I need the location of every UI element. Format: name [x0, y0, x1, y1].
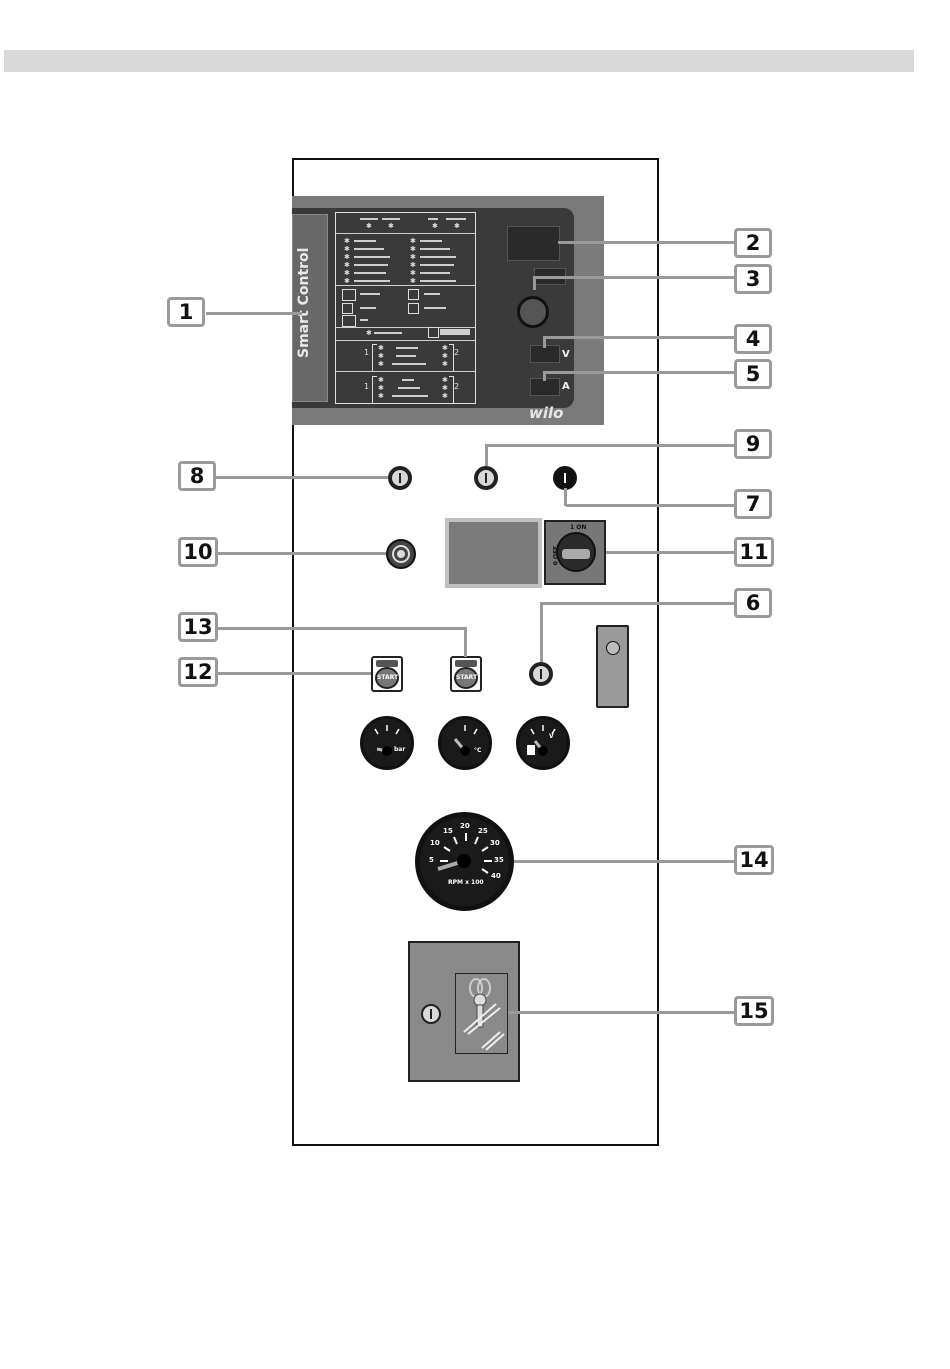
leader-2 — [558, 241, 735, 244]
indicator-lamp-9 — [474, 466, 498, 490]
smart-control-brand-label: Smart Control — [296, 218, 312, 358]
main-switch-handle[interactable] — [562, 549, 590, 559]
key-window[interactable] — [455, 973, 508, 1054]
leader-9-drop — [485, 444, 488, 466]
control-display — [507, 226, 560, 261]
voltage-unit: V — [549, 733, 554, 740]
leader-12 — [216, 672, 371, 675]
callout-9: 9 — [734, 429, 772, 459]
tacho-tick-40: 40 — [491, 872, 501, 880]
pressure-unit: bar — [394, 746, 405, 753]
leader-5 — [544, 371, 735, 374]
callout-3: 3 — [734, 264, 772, 294]
leader-3 — [534, 276, 735, 279]
leader-11 — [606, 551, 735, 554]
key-box-lamp — [421, 1004, 441, 1024]
callout-13: 13 — [178, 612, 218, 642]
callout-10: 10 — [178, 537, 218, 567]
callout-11: 11 — [734, 537, 774, 567]
callout-5: 5 — [734, 359, 772, 389]
tacho-tick-10: 10 — [430, 839, 440, 847]
indicator-lamp-6 — [529, 662, 553, 686]
temperature-gauge: °C — [438, 716, 492, 770]
pressure-gauge: bar — [360, 716, 414, 770]
leader-4-drop — [543, 336, 546, 348]
key-switch-plate[interactable] — [596, 625, 629, 708]
horn-icon — [386, 539, 416, 569]
tacho-tick-20: 20 — [460, 822, 470, 830]
start-button-left[interactable]: START — [371, 656, 403, 692]
tacho-caption: RPM x 100 — [448, 879, 484, 886]
tacho-tick-30: 30 — [490, 839, 500, 847]
key-switch-hole[interactable] — [606, 641, 620, 655]
inspection-window — [445, 518, 542, 588]
indicator-lamp-7 — [553, 466, 577, 490]
leader-9 — [487, 444, 735, 447]
temperature-unit: °C — [474, 747, 481, 754]
callout-2: 2 — [734, 228, 772, 258]
leader-5-drop — [543, 371, 546, 381]
callout-1: 1 — [167, 297, 205, 327]
leader-7-drop — [564, 488, 567, 506]
start-button-right[interactable]: START — [450, 656, 482, 692]
ammeter-unit: A — [562, 381, 570, 392]
leader-13-drop — [464, 627, 467, 657]
leader-10 — [216, 552, 386, 555]
main-switch-dial[interactable] — [556, 532, 596, 572]
leader-1 — [206, 312, 302, 315]
voltmeter-unit: V — [562, 349, 570, 360]
main-switch-on-label: 1 ON — [570, 524, 586, 531]
callout-14: 14 — [734, 845, 774, 875]
callout-6: 6 — [734, 588, 772, 618]
callout-15: 15 — [734, 996, 774, 1026]
leader-7 — [566, 504, 735, 507]
header-band — [4, 50, 914, 72]
leader-6-drop — [540, 602, 543, 662]
tacho-tick-5: 5 — [429, 856, 434, 864]
leader-15 — [508, 1011, 735, 1014]
tacho-tick-25: 25 — [478, 827, 488, 835]
leader-14 — [514, 860, 735, 863]
tachometer: 5 10 15 20 25 30 35 40 RPM x 100 — [415, 812, 514, 911]
leader-8 — [216, 476, 388, 479]
status-indicator-card: ✱ ✱ ✱ ✱ ✱ ✱ ✱ ✱ ✱ ✱ ✱ ✱ ✱ ✱ ✱ ✱ ✱ 1 ✱ ✱ … — [335, 212, 476, 404]
leader-13 — [216, 627, 466, 630]
key-icon — [456, 974, 507, 1053]
tacho-tick-35: 35 — [494, 856, 504, 864]
callout-4: 4 — [734, 324, 772, 354]
tacho-tick-15: 15 — [443, 827, 453, 835]
leader-4 — [544, 336, 735, 339]
indicator-lamp-8 — [388, 466, 412, 490]
leader-6 — [542, 602, 735, 605]
callout-8: 8 — [178, 461, 216, 491]
start-button-left-label: START — [375, 667, 399, 689]
brand-logo: wilo — [529, 404, 563, 422]
battery-voltage-gauge: V — [516, 716, 570, 770]
leader-3-drop — [533, 276, 536, 290]
callout-12: 12 — [178, 657, 218, 687]
main-switch[interactable]: 1 ON 0 OFF — [544, 520, 606, 585]
callout-7: 7 — [734, 489, 772, 519]
start-button-right-label: START — [454, 667, 478, 689]
control-knob[interactable] — [517, 296, 549, 328]
